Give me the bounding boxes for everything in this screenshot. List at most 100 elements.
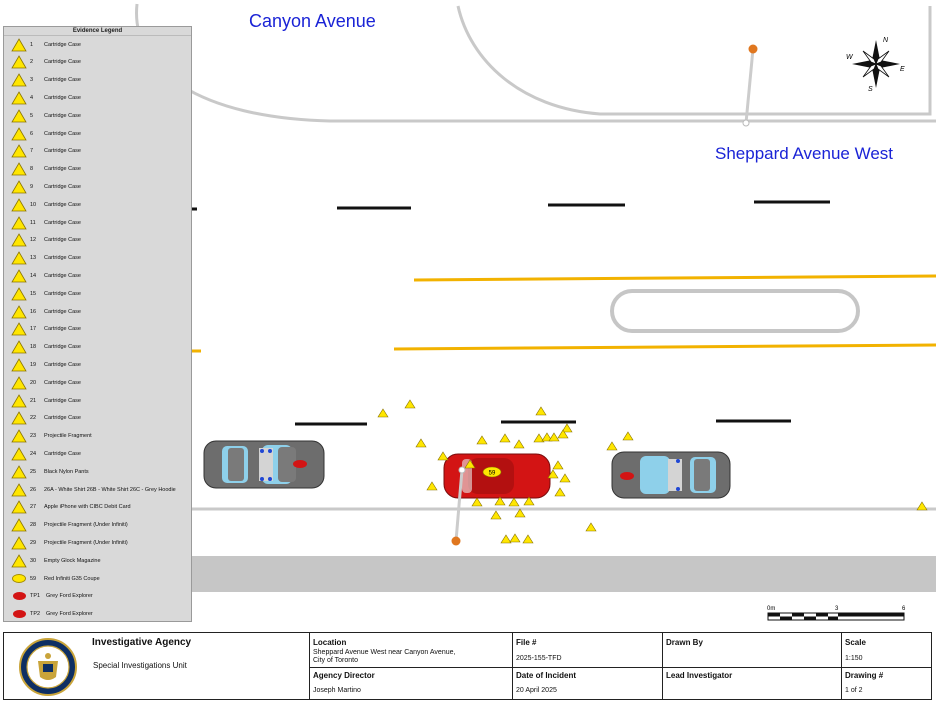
evidence-marker-icon	[8, 534, 30, 551]
compass-n: N	[883, 37, 889, 44]
pole-top	[748, 44, 758, 54]
evidence-marker	[535, 406, 547, 416]
evidence-marker	[509, 533, 521, 543]
legend-item-description: Cartridge Case	[44, 361, 81, 368]
file-value: 2025-155-TFD	[516, 655, 562, 662]
evidence-marker-icon	[8, 125, 30, 142]
evidence-marker-icon	[8, 36, 30, 53]
legend-item: 26 26A - White Shirt 26B - White Shirt 26…	[4, 481, 191, 498]
legend-item-number: 6	[30, 130, 34, 137]
legend-item-number: 11	[30, 219, 36, 226]
location-label: Location	[313, 638, 347, 647]
legend-item-description: Cartridge Case	[44, 308, 81, 315]
legend-vehicle-id: TP2	[30, 611, 41, 618]
evidence-marker	[622, 431, 634, 441]
legend-item: 13 Cartridge Case	[4, 250, 191, 267]
legend-item-number: 19	[30, 361, 37, 368]
legend-item-number: 27	[30, 504, 37, 511]
scale-label: Scale	[845, 638, 866, 647]
evidence-marker-icon	[8, 356, 30, 373]
vehicle-marker-icon	[8, 588, 30, 605]
pole2-top	[451, 536, 461, 546]
legend-item-number: 12	[30, 237, 37, 244]
street-name-sheppard: Sheppard Avenue West	[715, 144, 894, 163]
legend-item-number: 22	[30, 415, 37, 422]
legend-item-number: 4	[30, 94, 34, 101]
evidence-marker	[508, 497, 520, 507]
legend-item-description: Cartridge Case	[44, 41, 81, 48]
scale-tick-0: 0m	[767, 606, 775, 612]
pole2-line	[454, 469, 464, 542]
legend-item-description: Red Infiniti G35 Coupe	[44, 575, 100, 582]
yellow-line-south	[393, 343, 936, 351]
evidence-marker	[464, 459, 476, 469]
agency-seal-icon	[19, 638, 77, 696]
legend-item-description: Cartridge Case	[44, 237, 81, 244]
legend-item-description: Cartridge Case	[44, 255, 81, 262]
legend-item-number: 15	[30, 290, 37, 297]
evidence-marker	[514, 508, 526, 518]
evidence-marker-icon	[8, 107, 30, 124]
evidence-marker-icon	[8, 445, 30, 462]
legend-item-description: Empty Glock Magazine	[44, 557, 101, 564]
legend-item-number: 30	[30, 557, 37, 564]
location-value-2: City of Toronto	[313, 657, 359, 664]
evidence-marker-icon	[8, 196, 30, 213]
legend-item-number: 25	[30, 468, 37, 475]
evidence-marker-icon	[8, 374, 30, 391]
evidence-marker	[552, 460, 564, 470]
evidence-marker	[561, 423, 573, 433]
legend-item-description: Cartridge Case	[44, 59, 81, 66]
evidence-marker	[606, 441, 618, 451]
legend-item-description: Cartridge Case	[44, 112, 81, 119]
evidence-marker-icon	[8, 552, 30, 569]
evidence-marker	[476, 435, 488, 445]
pole-base	[742, 119, 750, 127]
legend-item-number: 59	[30, 575, 37, 582]
legend-item-description: 26A - White Shirt 26B - White Shirt 26C …	[44, 486, 176, 493]
legend-item: 25 Black Nylon Pants	[4, 463, 191, 480]
pole2-base	[458, 466, 466, 474]
vehicle-marker-icon	[8, 606, 30, 623]
legend-item-description: Black Nylon Pants	[44, 468, 89, 475]
yellow-line-north	[413, 274, 936, 282]
evidence-marker	[548, 432, 560, 442]
agency-name: Investigative Agency	[92, 637, 192, 648]
legend-item-number: 21	[30, 397, 37, 404]
evidence-marker-icon	[8, 463, 30, 480]
evidence-marker	[554, 487, 566, 497]
legend-item-description: Projectile Fragment	[44, 433, 92, 440]
evidence-marker	[437, 451, 449, 461]
legend-item-number: 26	[30, 486, 37, 493]
scale-tick-6: 6	[902, 606, 906, 612]
sidewalk	[192, 556, 936, 592]
evidence-marker	[494, 496, 506, 506]
evidence-marker	[426, 481, 438, 491]
legend-item-number: 5	[30, 112, 34, 119]
evidence-marker	[404, 399, 416, 409]
legend-item-number: 14	[30, 272, 37, 279]
evidence-marker-icon	[8, 232, 30, 249]
legend-item-description: Cartridge Case	[44, 77, 81, 84]
legend-item-number: 13	[30, 255, 37, 262]
legend-vehicle-description: Grey Ford Explorer	[46, 611, 93, 618]
legend-item: 12 Cartridge Case	[4, 232, 191, 249]
legend-item: 11 Cartridge Case	[4, 214, 191, 231]
evidence-marker-icon	[8, 250, 30, 267]
legend-item-description: Cartridge Case	[44, 219, 81, 226]
legend-item-number: 16	[30, 308, 37, 315]
evidence-markers	[377, 399, 634, 544]
legend-item-description: Cartridge Case	[44, 290, 81, 297]
compass-e: E	[900, 66, 905, 73]
evidence-marker-icon	[8, 303, 30, 320]
